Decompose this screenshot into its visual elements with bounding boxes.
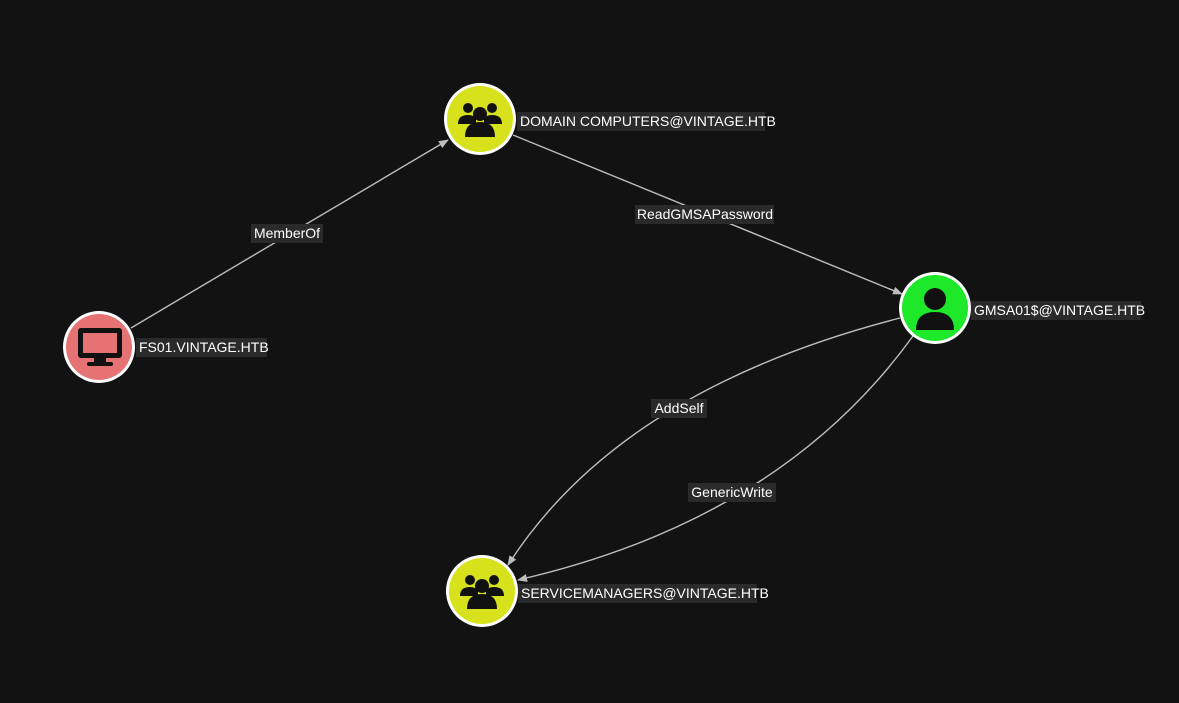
edge-label-memberof[interactable]: MemberOf (254, 225, 320, 241)
edge-label-background (688, 483, 776, 502)
node-label-background (518, 584, 757, 603)
edge-genericwrite[interactable]: GenericWrite (517, 335, 914, 582)
edge-memberof[interactable]: MemberOf (130, 139, 449, 329)
edge-line-addself[interactable] (507, 317, 901, 566)
edge-label-background (651, 399, 707, 418)
edge-label-background (251, 224, 323, 243)
group-icon (460, 575, 504, 609)
edge-addself[interactable]: AddSelf (507, 317, 901, 566)
node-domain-computers[interactable]: DOMAIN COMPUTERS@VINTAGE.HTB (444, 83, 776, 155)
node-label-domain-computers: DOMAIN COMPUTERS@VINTAGE.HTB (520, 113, 776, 129)
edge-label-addself[interactable]: AddSelf (654, 400, 703, 416)
node-label-background (136, 338, 267, 357)
node-label-servicemanagers: SERVICEMANAGERS@VINTAGE.HTB (521, 585, 769, 601)
user-icon (916, 288, 954, 330)
edge-label-readgmsapassword[interactable]: ReadGMSAPassword (637, 206, 773, 222)
node-label-gmsa01: GMSA01$@VINTAGE.HTB (974, 302, 1145, 318)
edge-line-genericwrite[interactable] (517, 335, 914, 582)
computer-icon (78, 328, 122, 366)
node-label-background (517, 112, 765, 131)
node-label-background (971, 301, 1141, 320)
edge-readgmsapassword[interactable]: ReadGMSAPassword (512, 134, 903, 295)
group-icon (458, 103, 502, 137)
node-servicemanagers[interactable]: SERVICEMANAGERS@VINTAGE.HTB (446, 555, 769, 627)
node-label-fs01: FS01.VINTAGE.HTB (139, 339, 269, 355)
edge-label-background (635, 205, 774, 224)
node-gmsa01[interactable]: GMSA01$@VINTAGE.HTB (899, 272, 1145, 344)
node-fs01[interactable]: FS01.VINTAGE.HTB (63, 311, 269, 383)
edge-label-genericwrite[interactable]: GenericWrite (691, 484, 773, 500)
